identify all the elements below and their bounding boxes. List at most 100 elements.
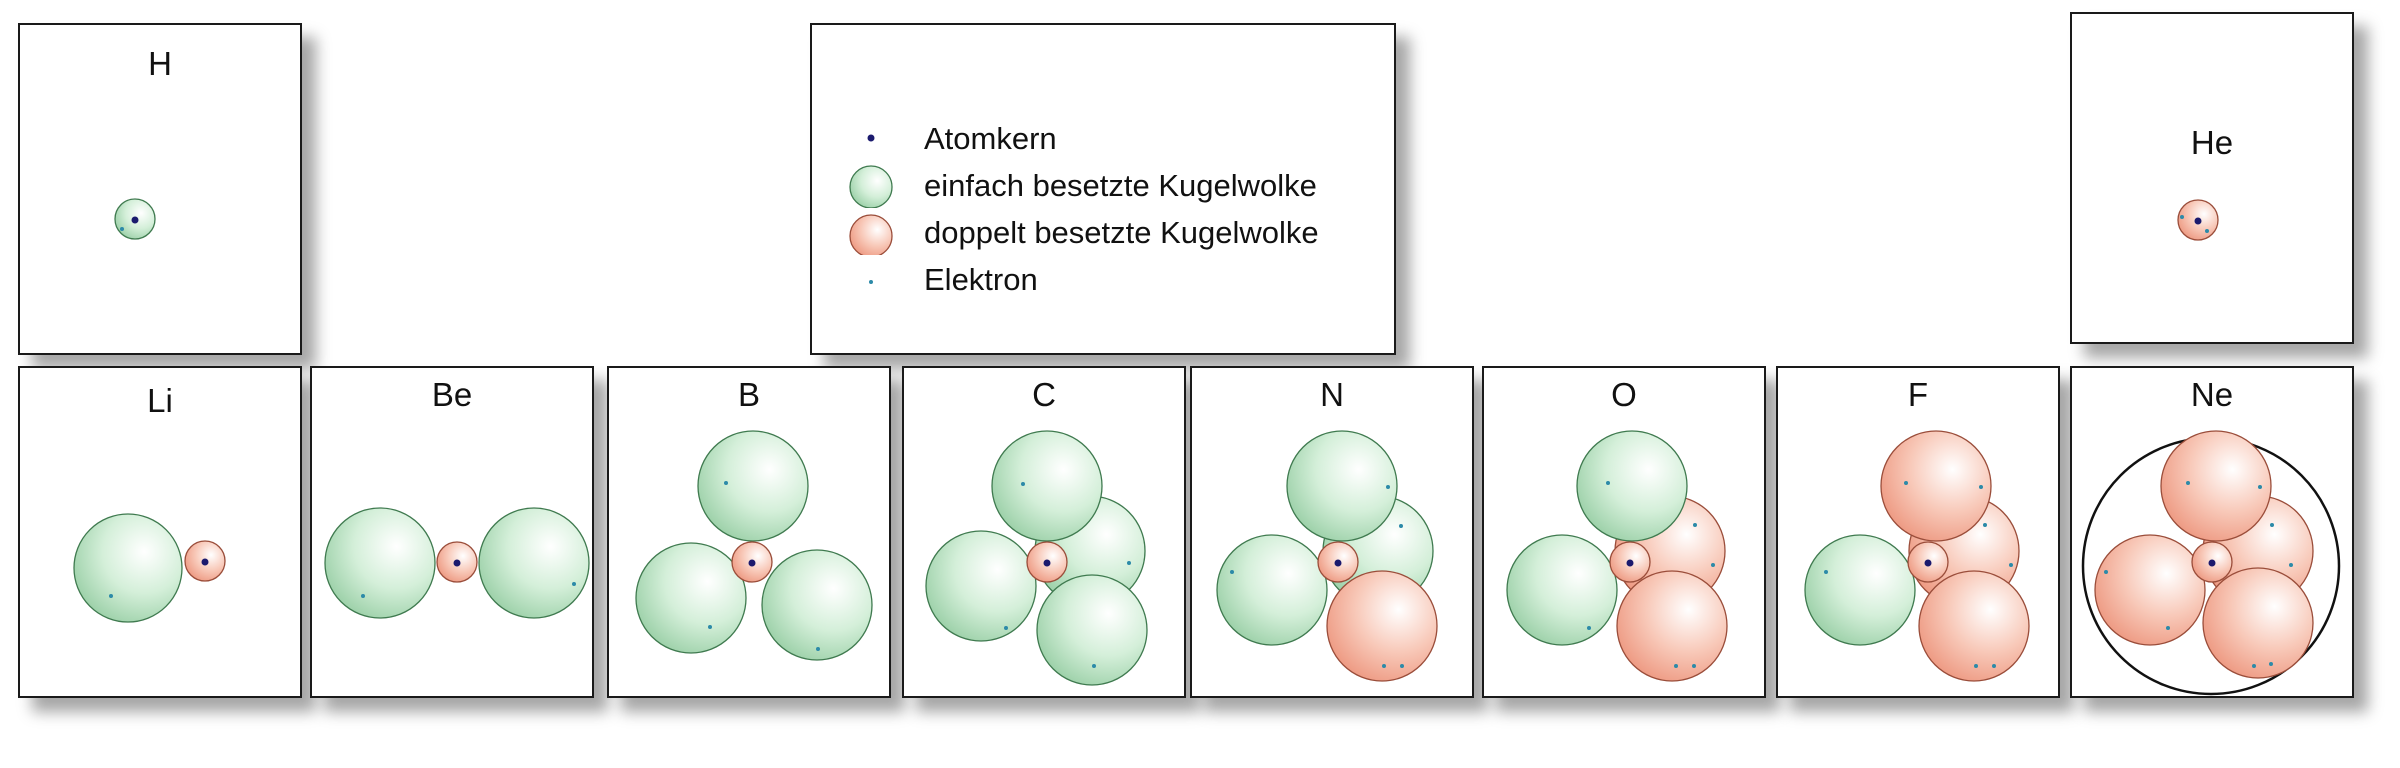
element-symbol: C bbox=[1032, 376, 1056, 413]
legend-label: Atomkern bbox=[924, 121, 1057, 156]
nucleus bbox=[748, 559, 756, 567]
electron bbox=[1021, 482, 1025, 486]
atom-diagram-boron bbox=[635, 430, 873, 661]
electron bbox=[2104, 570, 2108, 574]
electron bbox=[1979, 485, 1983, 489]
electron bbox=[708, 625, 712, 629]
single-cloud bbox=[1036, 574, 1148, 686]
electron bbox=[2180, 215, 2184, 219]
panel-helium: He bbox=[2070, 12, 2354, 344]
nucleus bbox=[2208, 559, 2216, 567]
nucleus bbox=[131, 216, 139, 224]
atom-diagram-oxygen bbox=[1506, 430, 1728, 682]
electron-icon bbox=[869, 280, 873, 284]
atom-diagram-hydrogen bbox=[114, 198, 156, 240]
single-cloud bbox=[1216, 534, 1328, 646]
electron bbox=[572, 582, 576, 586]
element-symbol: He bbox=[2190, 124, 2234, 161]
single-cloud bbox=[324, 507, 436, 619]
atom-diagram-neon bbox=[2081, 430, 2341, 696]
double-cloud bbox=[1880, 430, 1992, 542]
double-cloud bbox=[2202, 567, 2314, 679]
electron bbox=[2252, 664, 2256, 668]
electron bbox=[1992, 664, 1996, 668]
electron bbox=[1974, 664, 1978, 668]
electron bbox=[2269, 662, 2273, 666]
electron bbox=[1230, 570, 1234, 574]
nucleus-icon bbox=[867, 134, 875, 142]
electron bbox=[361, 594, 365, 598]
nucleus bbox=[453, 559, 461, 567]
electron bbox=[1004, 626, 1008, 630]
double-cloud-icon bbox=[849, 214, 893, 255]
electron bbox=[2270, 523, 2274, 527]
panel-hydrogen: H bbox=[18, 23, 302, 355]
single-cloud bbox=[1506, 534, 1618, 646]
element-symbol: N bbox=[1320, 376, 1344, 413]
double-cloud bbox=[2160, 430, 2272, 542]
element-symbol: F bbox=[1907, 376, 1929, 413]
panel-carbon: C bbox=[902, 366, 1186, 698]
electron bbox=[109, 594, 113, 598]
atom-diagram-fluorine bbox=[1804, 430, 2030, 682]
electron bbox=[1386, 485, 1390, 489]
single-cloud bbox=[1576, 430, 1688, 542]
legend-item-double-cloud: doppelt besetzte Kugelwolke bbox=[812, 209, 1394, 255]
nucleus bbox=[201, 558, 209, 566]
electron bbox=[1587, 626, 1591, 630]
electron bbox=[1983, 523, 1987, 527]
electron bbox=[1606, 481, 1610, 485]
panel-nitrogen: N bbox=[1190, 366, 1474, 698]
single-cloud bbox=[1804, 534, 1916, 646]
atom-diagram-carbon bbox=[925, 430, 1148, 686]
panel-fluorine: F bbox=[1776, 366, 2060, 698]
legend-box: Atomkern einfach besetzte Kugelwolke dop… bbox=[810, 23, 1396, 355]
electron bbox=[1693, 523, 1697, 527]
legend-label: doppelt besetzte Kugelwolke bbox=[924, 215, 1319, 250]
panel-lithium: Li bbox=[18, 366, 302, 698]
single-cloud bbox=[1286, 430, 1398, 542]
atom-diagram-lithium bbox=[73, 513, 226, 623]
nucleus bbox=[1626, 559, 1634, 567]
electron bbox=[1692, 664, 1696, 668]
single-cloud bbox=[73, 513, 183, 623]
electron bbox=[1399, 524, 1403, 528]
electron bbox=[120, 227, 124, 231]
electron bbox=[724, 481, 728, 485]
electron bbox=[2166, 626, 2170, 630]
legend-label: Elektron bbox=[924, 262, 1038, 297]
electron bbox=[2009, 563, 2013, 567]
electron bbox=[1711, 563, 1715, 567]
nucleus bbox=[1924, 559, 1932, 567]
electron bbox=[1674, 664, 1678, 668]
atom-diagram-helium bbox=[2177, 199, 2219, 241]
electron bbox=[2186, 481, 2190, 485]
legend-item-electron: Elektron bbox=[812, 262, 1394, 308]
electron bbox=[2289, 563, 2293, 567]
electron bbox=[1400, 664, 1404, 668]
element-symbol: B bbox=[737, 376, 760, 413]
panel-boron: B bbox=[607, 366, 891, 698]
nucleus bbox=[2194, 217, 2202, 225]
legend-item-nucleus: Atomkern bbox=[812, 115, 1394, 161]
element-symbol: O bbox=[1611, 376, 1637, 413]
single-cloud bbox=[478, 507, 590, 619]
double-cloud bbox=[1326, 570, 1438, 682]
panel-beryllium: Be bbox=[310, 366, 594, 698]
electron bbox=[2205, 229, 2209, 233]
panel-oxygen: O bbox=[1482, 366, 1766, 698]
legend-item-single-cloud: einfach besetzte Kugelwolke bbox=[812, 162, 1394, 208]
atom-diagram-beryllium bbox=[324, 507, 590, 619]
single-cloud bbox=[635, 542, 747, 654]
panel-neon: Ne bbox=[2070, 366, 2354, 698]
element-symbol: Ne bbox=[2190, 376, 2234, 413]
electron bbox=[2258, 485, 2262, 489]
electron bbox=[1092, 664, 1096, 668]
nucleus bbox=[1334, 559, 1342, 567]
electron bbox=[816, 647, 820, 651]
electron bbox=[1904, 481, 1908, 485]
double-cloud bbox=[2094, 534, 2206, 646]
electron bbox=[1824, 570, 1828, 574]
single-cloud bbox=[925, 530, 1037, 642]
double-cloud bbox=[1918, 570, 2030, 682]
